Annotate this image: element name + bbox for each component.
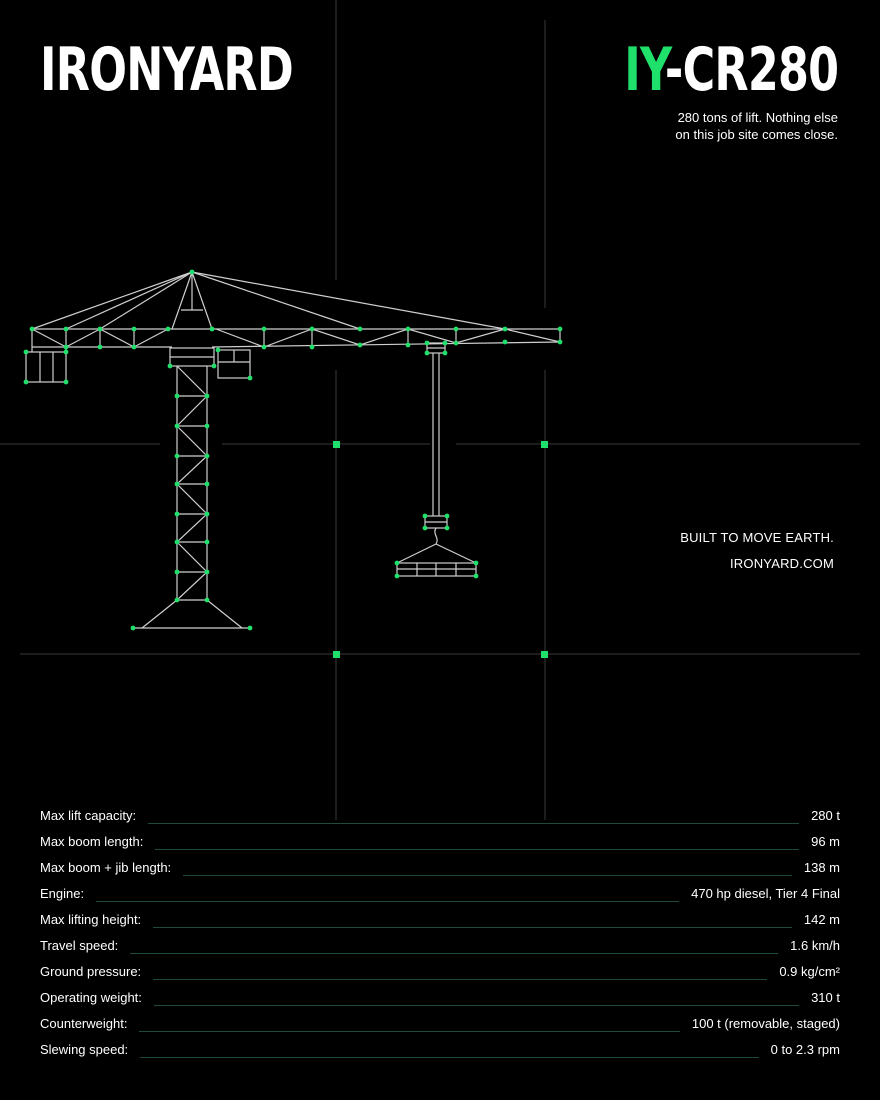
guide-nodes xyxy=(333,441,548,658)
spec-leader xyxy=(148,823,800,824)
spec-list: Max lift capacity: 280 t Max boom length:… xyxy=(40,808,840,1068)
spec-label: Max lifting height: xyxy=(40,912,142,927)
spec-row: Max boom length: 96 m xyxy=(40,834,840,860)
spec-label: Counterweight: xyxy=(40,1016,128,1031)
tagline-line-1: 280 tons of lift. Nothing else xyxy=(677,110,838,125)
spec-value: 470 hp diesel, Tier 4 Final xyxy=(691,886,840,901)
spec-label: Travel speed: xyxy=(40,938,119,953)
spec-row: Travel speed: 1.6 km/h xyxy=(40,938,840,964)
spec-row: Engine: 470 hp diesel, Tier 4 Final xyxy=(40,886,840,912)
spec-leader xyxy=(155,849,800,850)
spec-leader xyxy=(139,1031,680,1032)
crane-joints xyxy=(23,269,563,631)
spec-value: 280 t xyxy=(811,808,840,823)
spec-value: 1.6 km/h xyxy=(790,938,840,953)
model-title: IY-CR280 xyxy=(623,34,839,106)
spec-label: Slewing speed: xyxy=(40,1042,129,1057)
spec-leader xyxy=(96,901,680,902)
spec-label: Max boom length: xyxy=(40,834,144,849)
spec-label: Max lift capacity: xyxy=(40,808,137,823)
spec-leader xyxy=(153,1005,800,1006)
spec-leader xyxy=(153,927,792,928)
spec-leader xyxy=(153,979,768,980)
spec-label: Engine: xyxy=(40,886,85,901)
spec-leader xyxy=(130,953,779,954)
model-prefix: IY xyxy=(623,35,665,105)
spec-row: Max boom + jib length: 138 m xyxy=(40,860,840,886)
spec-value: 142 m xyxy=(803,912,840,927)
spec-row: Max lift capacity: 280 t xyxy=(40,808,840,834)
spec-value: 138 m xyxy=(803,860,840,875)
spec-value: 310 t xyxy=(811,990,840,1005)
tagline-line-2: on this job site comes close. xyxy=(675,127,838,142)
spec-label: Max boom + jib length: xyxy=(40,860,172,875)
spec-label: Operating weight: xyxy=(40,990,142,1005)
spec-value: 100 t (removable, staged) xyxy=(691,1016,840,1031)
spec-row: Operating weight: 310 t xyxy=(40,990,840,1016)
spec-row: Counterweight: 100 t (removable, staged) xyxy=(40,1016,840,1042)
spec-leader xyxy=(140,1057,759,1058)
spec-value: 96 m xyxy=(811,834,840,849)
spec-row: Max lifting height: 142 m xyxy=(40,912,840,938)
brand-logo: IRONYARD xyxy=(40,35,294,105)
model-suffix: -CR280 xyxy=(664,35,839,105)
spec-label: Ground pressure: xyxy=(40,964,142,979)
slogan: BUILT TO MOVE EARTH. xyxy=(680,530,834,545)
spec-row: Ground pressure: 0.9 kg/cm² xyxy=(40,964,840,990)
spec-value: 0.9 kg/cm² xyxy=(779,964,840,979)
spec-leader xyxy=(183,875,792,876)
crane-structure xyxy=(25,271,561,629)
spec-row: Slewing speed: 0 to 2.3 rpm xyxy=(40,1042,840,1068)
tagline: 280 tons of lift. Nothing else on this j… xyxy=(578,109,838,143)
website-link[interactable]: IRONYARD.COM xyxy=(730,556,834,571)
spec-value: 0 to 2.3 rpm xyxy=(770,1042,840,1057)
